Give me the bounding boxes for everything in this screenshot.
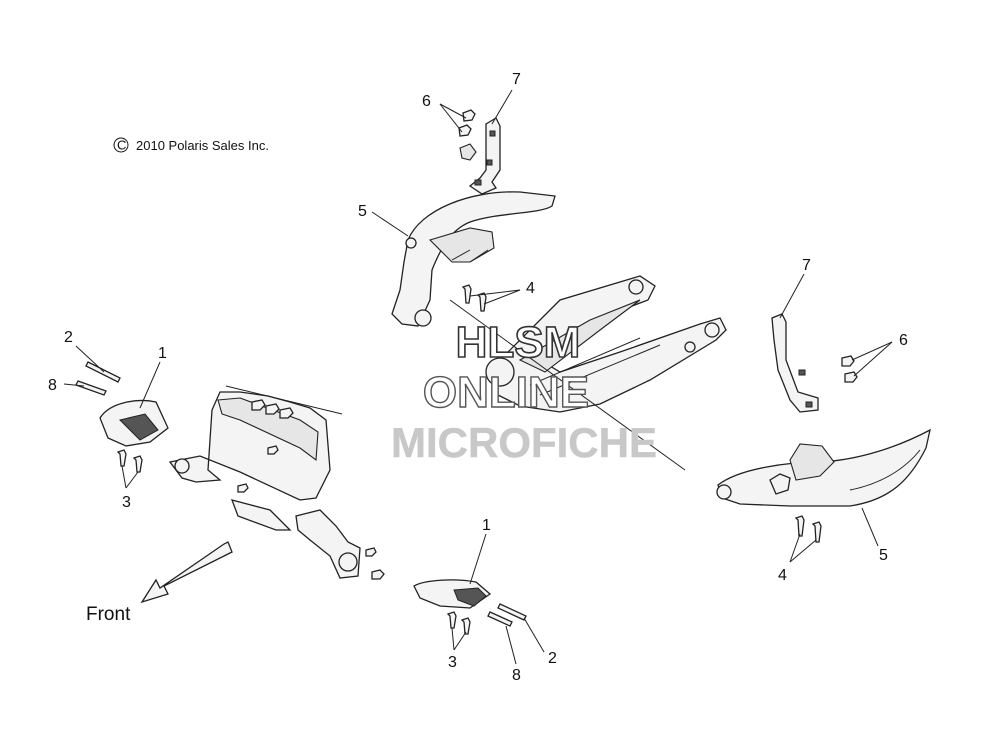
callout-3-left: 3 [122,494,131,511]
bottom-pins [487,603,527,627]
upper-rear-cover [391,191,556,327]
leader-lines [63,89,893,665]
callout-6-right: 6 [899,332,908,349]
upper-bolts [458,109,476,137]
callout-1-bottom: 1 [482,517,491,534]
callout-5-top: 5 [358,203,367,220]
left-footrest-cover [99,399,169,447]
watermark: HLSM ONLINE MICROFICHE [391,317,658,466]
front-arrow: Front [86,541,233,625]
callout-7-top: 7 [512,71,521,88]
right-rear-cover [716,428,931,507]
left-screws [116,449,143,473]
bottom-screws [446,611,471,635]
copyright: C 2010 Polaris Sales Inc. [113,137,269,153]
upper-mount-bracket [459,117,501,195]
copyright-text: 2010 Polaris Sales Inc. [136,138,269,153]
watermark-line-1: HLSM [456,318,581,367]
callout-5-right: 5 [879,547,888,564]
right-bolts [841,355,858,383]
callout-4-right: 4 [778,567,787,584]
callout-8-bottom: 8 [512,667,521,684]
watermark-line-3: MICROFICHE [391,419,657,466]
bottom-footrest-cover [413,579,492,609]
front-label: Front [86,604,131,625]
swing-arm [449,275,727,471]
watermark-line-2: ONLINE [423,368,589,417]
left-pins [75,361,121,396]
copyright-symbol: C [117,138,126,153]
callout-2-left: 2 [64,329,73,346]
right-screws [794,515,822,543]
callout-7-right: 7 [802,257,811,274]
callout-4-top: 4 [526,280,535,297]
callout-3-bottom: 3 [448,654,457,671]
callouts: 7 6 5 4 2 8 1 3 7 6 5 4 1 3 8 2 [48,71,908,684]
callout-1-left: 1 [158,345,167,362]
callout-6-top: 6 [422,93,431,110]
callout-2-bottom: 2 [548,650,557,667]
callout-8-left: 8 [48,377,57,394]
upper-screws [461,284,487,312]
right-mount-bracket [771,313,819,413]
center-frame [168,385,385,580]
